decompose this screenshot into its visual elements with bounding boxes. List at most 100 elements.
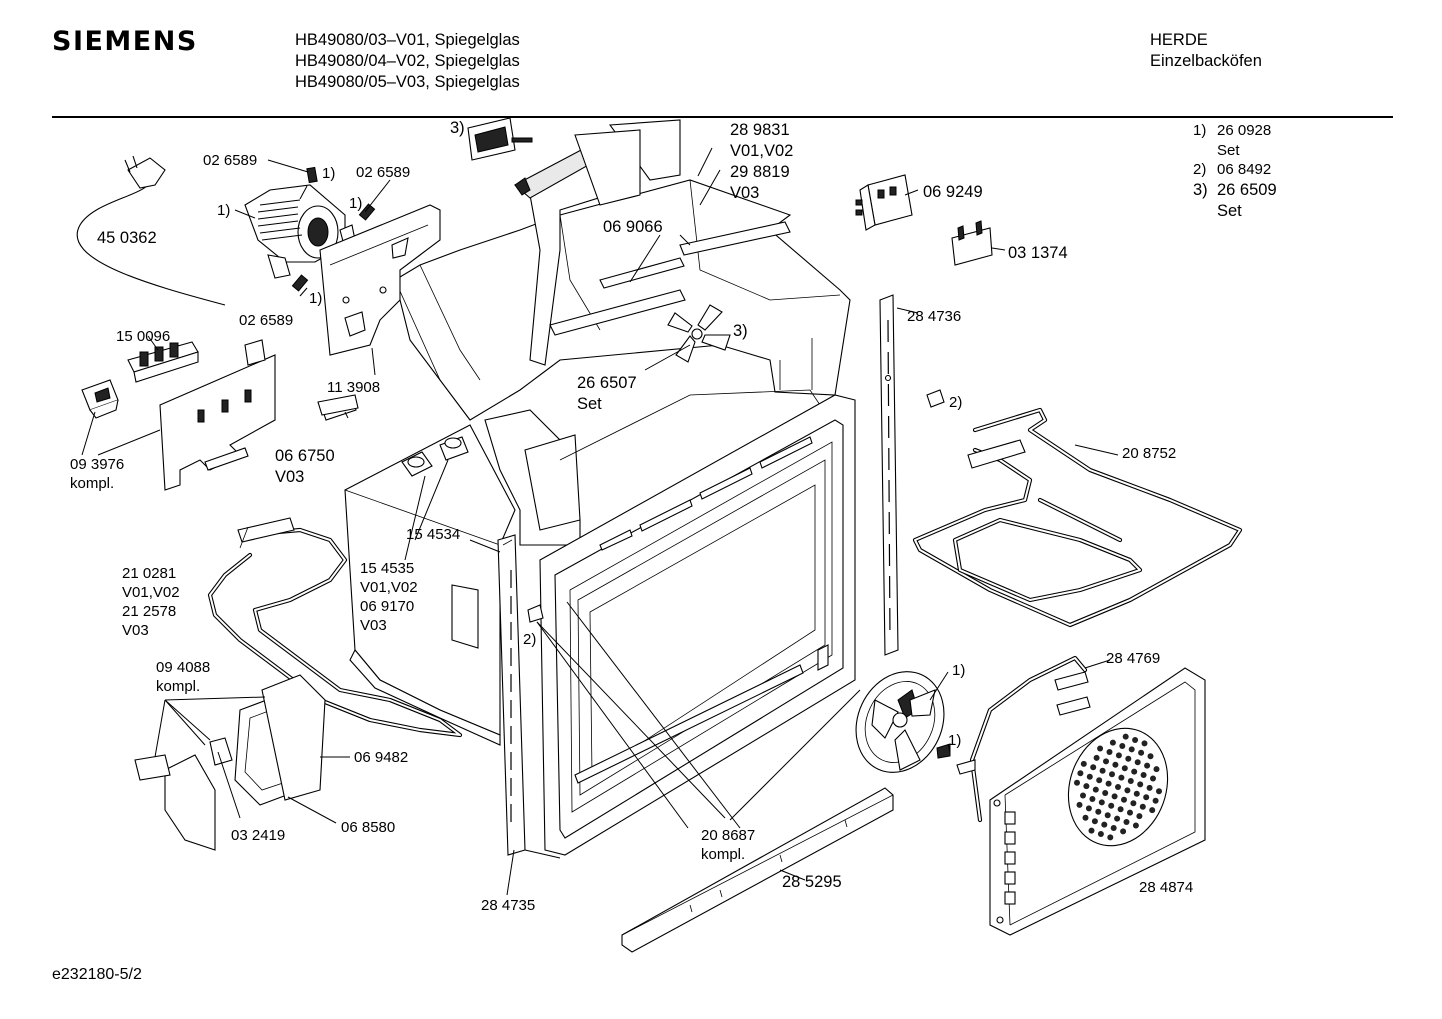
grill-hole [1108, 802, 1115, 809]
callout-1-e: 1) [952, 662, 966, 679]
grill-hole [1115, 784, 1121, 790]
part-266507: 26 6507 [577, 374, 637, 392]
grill-hole [1132, 737, 1139, 743]
grill-hole [1149, 807, 1156, 814]
grill-hole [1076, 801, 1083, 808]
footnote-1-marker: 1) [1193, 122, 1207, 139]
fuse-clips [291, 166, 376, 292]
grill-hole [1121, 796, 1127, 803]
grill-hole [1098, 799, 1105, 806]
footnote-1-note: Set [1217, 141, 1240, 159]
callout-3-top: 3) [450, 119, 465, 137]
variant-v03-d: V03 [360, 617, 387, 634]
grill-hole [1122, 733, 1129, 740]
grill-hole [1152, 797, 1159, 804]
part-069170: 06 9170 [360, 598, 415, 615]
grill-hole [1096, 777, 1103, 784]
part-031374: 03 1374 [1008, 244, 1068, 262]
selector-switch [81, 379, 119, 419]
grill-hole [1127, 809, 1133, 816]
grill-hole [1120, 828, 1127, 835]
part-068580: 06 8580 [341, 819, 396, 836]
footnote-1: 1) 26 0928 [1193, 121, 1277, 141]
grill-hole [1110, 825, 1117, 831]
grill-hole [1077, 770, 1084, 777]
grill-hole [1091, 818, 1098, 825]
part-210281: 21 0281 [122, 565, 177, 582]
control-panel-bracket [159, 339, 276, 491]
grill-heating-element [912, 407, 1243, 628]
grill-hole [1104, 812, 1111, 819]
part-026589-a: 02 6589 [203, 152, 258, 169]
grill-holes [1074, 733, 1162, 841]
footnote-2-part: 06 8492 [1217, 161, 1272, 178]
grill-hole [1144, 762, 1151, 769]
footnote-3-part: 26 6509 [1217, 180, 1277, 199]
grill-hole [1143, 794, 1150, 801]
grill-hole [1090, 764, 1097, 771]
grill-hole [1156, 788, 1162, 795]
variant-v01v02-b: V01,V02 [122, 584, 180, 601]
grill-hole [1102, 790, 1109, 796]
part-032419: 03 2419 [231, 827, 286, 844]
grill-hole [1083, 783, 1090, 790]
grill-hole [1141, 740, 1148, 747]
grill-hole [1125, 755, 1132, 762]
grill-hole [1127, 778, 1134, 784]
grill-hole [1097, 745, 1104, 752]
grill-hole [1153, 766, 1160, 773]
grill-hole [1103, 758, 1109, 765]
model-line-1: HB49080/03–V01, Spiegelglas [295, 31, 520, 49]
siemens-logo: SIEMENS [52, 26, 198, 57]
grill-hole [1109, 771, 1115, 778]
part-113908: 11 3908 [327, 379, 381, 396]
oven-door-frame [539, 394, 856, 856]
grill-hole [1088, 827, 1095, 834]
footnote-3-note: Set [1217, 201, 1242, 220]
part-284735: 28 4735 [481, 897, 536, 914]
part-285295: 28 5295 [782, 873, 842, 891]
part-450362: 45 0362 [97, 229, 157, 247]
oven-housing-top [394, 119, 851, 546]
grill-hole [1133, 790, 1140, 797]
category-title: HERDE [1150, 31, 1208, 49]
side-rail-left [497, 534, 526, 856]
grill-hole [1147, 753, 1154, 760]
grill-hole [1111, 793, 1118, 800]
variant-v03-b: V03 [275, 468, 305, 486]
mains-cable [76, 155, 226, 306]
grill-hole [1086, 773, 1093, 780]
part-026589-c: 02 6589 [239, 312, 294, 329]
grill-hole [1117, 806, 1124, 813]
motor-bracket-plate [319, 204, 441, 356]
grill-hole [1095, 808, 1102, 815]
grill-hole [1118, 774, 1125, 781]
part-212578: 21 2578 [122, 603, 177, 620]
part-284874: 28 4874 [1139, 879, 1194, 896]
grill-hole [1080, 760, 1087, 767]
document-id: e232180-5/2 [52, 966, 142, 983]
part-298819: 29 8819 [730, 163, 790, 181]
variant-v01v02-c: V01,V02 [360, 579, 418, 596]
grill-hole [1139, 803, 1146, 810]
callout-2-b: 2) [523, 631, 537, 648]
part-066750: 06 6750 [275, 447, 335, 465]
callout-1-f: 1) [948, 732, 962, 749]
part-069066: 06 9066 [603, 218, 663, 236]
model-list: HB49080/03–V01, Spiegelglas HB49080/04–V… [295, 30, 520, 93]
variant-v01v02-a: V01,V02 [730, 142, 794, 160]
grill-hole [1137, 781, 1144, 788]
footnote-2: 2) 06 8492 [1193, 160, 1277, 180]
grill-hole [1097, 831, 1104, 837]
rear-fan-cover [989, 667, 1206, 936]
footnote-1-part: 26 0928 [1217, 122, 1272, 139]
part-284769: 28 4769 [1106, 650, 1161, 667]
grill-hole [1132, 822, 1139, 829]
terminal-block [127, 341, 199, 383]
side-rail-right [879, 294, 899, 656]
footnote-list: 1) 26 0928 Set 2) 06 8492 3) 26 6509 Set [1193, 121, 1277, 222]
grill-hole [1089, 796, 1096, 802]
part-266507-set: Set [577, 395, 602, 413]
variant-v03-a: V03 [730, 184, 760, 202]
model-line-3: HB49080/05–V03, Spiegelglas [295, 73, 520, 91]
